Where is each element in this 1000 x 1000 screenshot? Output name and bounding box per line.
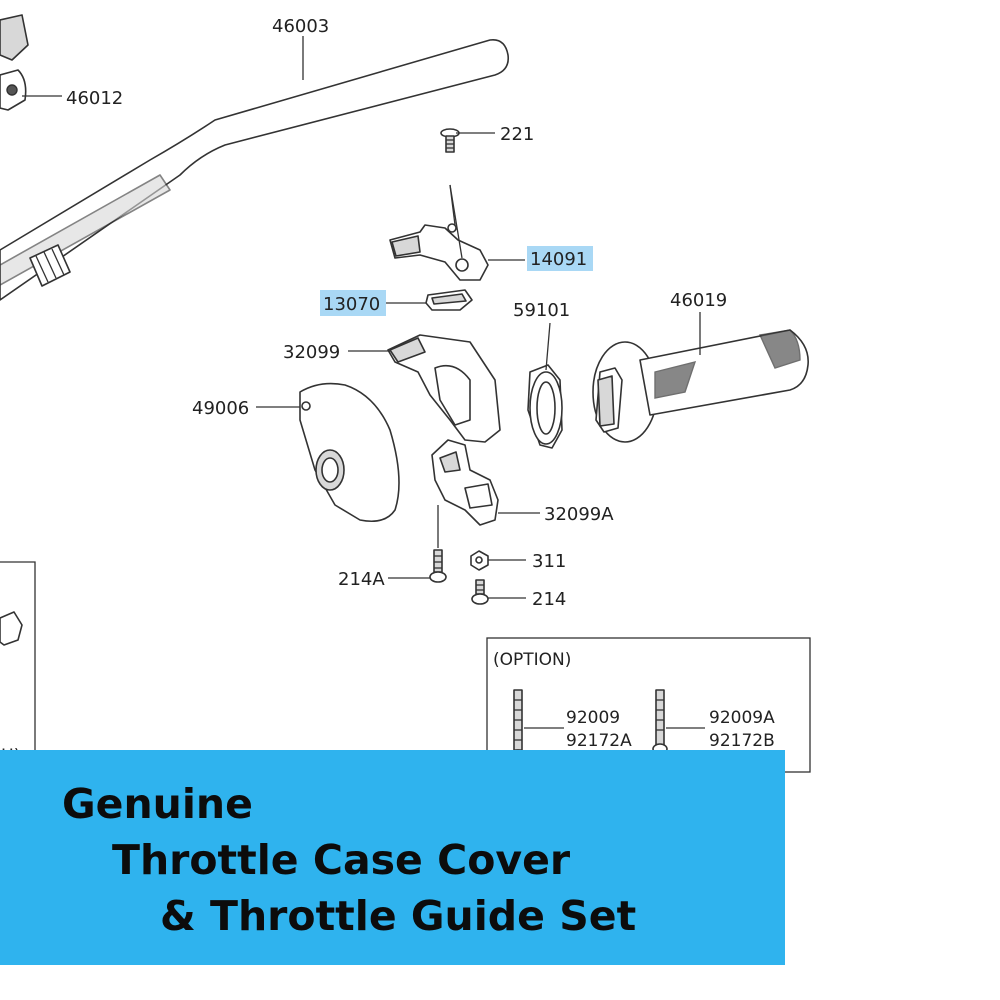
- label-311: 311: [532, 551, 566, 572]
- banner-line-2: Throttle Case Cover: [112, 836, 571, 884]
- pulley-59101: [527, 364, 563, 449]
- grip-46019: [592, 329, 809, 443]
- bolt-right: [652, 689, 668, 755]
- nut-311: [470, 550, 489, 571]
- screw-214: [471, 579, 489, 605]
- option-right-line2: 92172B: [709, 731, 775, 751]
- label-214A: 214A: [338, 569, 385, 590]
- left-partial-box: H): [0, 561, 36, 773]
- label-46019: 46019: [670, 290, 727, 311]
- product-title-banner: Genuine Throttle Case Cover & Throttle G…: [0, 750, 785, 965]
- throttle-case-upper-32099: [387, 334, 501, 443]
- leader-lines: [22, 36, 701, 599]
- highlight-14091: [527, 246, 593, 271]
- throttle-case-lower-32099A: [431, 439, 499, 526]
- label-46003: 46003: [272, 16, 329, 37]
- option-left-line1: 92009: [566, 708, 620, 728]
- option-left-line2: 92172A: [566, 731, 632, 751]
- label-46012: 46012: [66, 88, 123, 109]
- label-49006: 49006: [192, 398, 249, 419]
- option-box-title: (OPTION): [493, 650, 571, 670]
- screw-221: [440, 128, 460, 153]
- label-32099A: 32099A: [544, 504, 614, 525]
- handlebar-clamp: [0, 14, 29, 111]
- label-13070: 13070: [323, 294, 380, 315]
- cable-end-13070: [425, 289, 473, 311]
- housing-49006: [299, 382, 400, 523]
- banner-line-1: Genuine: [62, 780, 253, 828]
- label-32099: 32099: [283, 342, 340, 363]
- label-221: 221: [500, 124, 534, 145]
- highlight-13070: [320, 290, 386, 316]
- screw-214A: [429, 549, 447, 583]
- option-box: (OPTION) 92009 92172A 92009A 92172B: [486, 637, 811, 773]
- label-214: 214: [532, 589, 566, 610]
- label-14091: 14091: [530, 249, 587, 270]
- banner-line-3: & Throttle Guide Set: [160, 892, 637, 940]
- handlebar: [0, 38, 510, 301]
- label-59101: 59101: [513, 300, 570, 321]
- throttle-guide-14091: [389, 223, 489, 281]
- option-right-line1: 92009A: [709, 708, 775, 728]
